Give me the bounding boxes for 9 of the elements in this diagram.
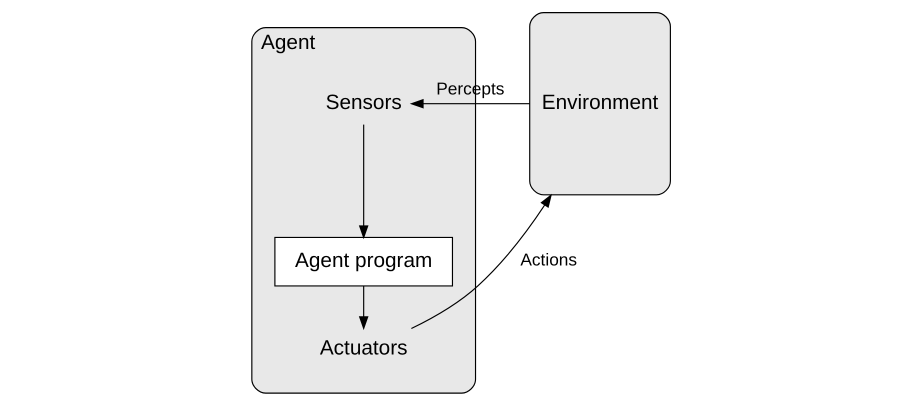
arrow xyxy=(410,194,552,329)
node-box: Environment xyxy=(528,12,670,196)
node-box: Agent program xyxy=(274,236,453,286)
arrow xyxy=(358,124,368,240)
arrow xyxy=(409,98,529,109)
edge-label: Actions xyxy=(520,250,577,270)
node-text: Sensors xyxy=(325,90,402,114)
arrow xyxy=(358,286,368,330)
node-text: Actuators xyxy=(319,336,408,360)
